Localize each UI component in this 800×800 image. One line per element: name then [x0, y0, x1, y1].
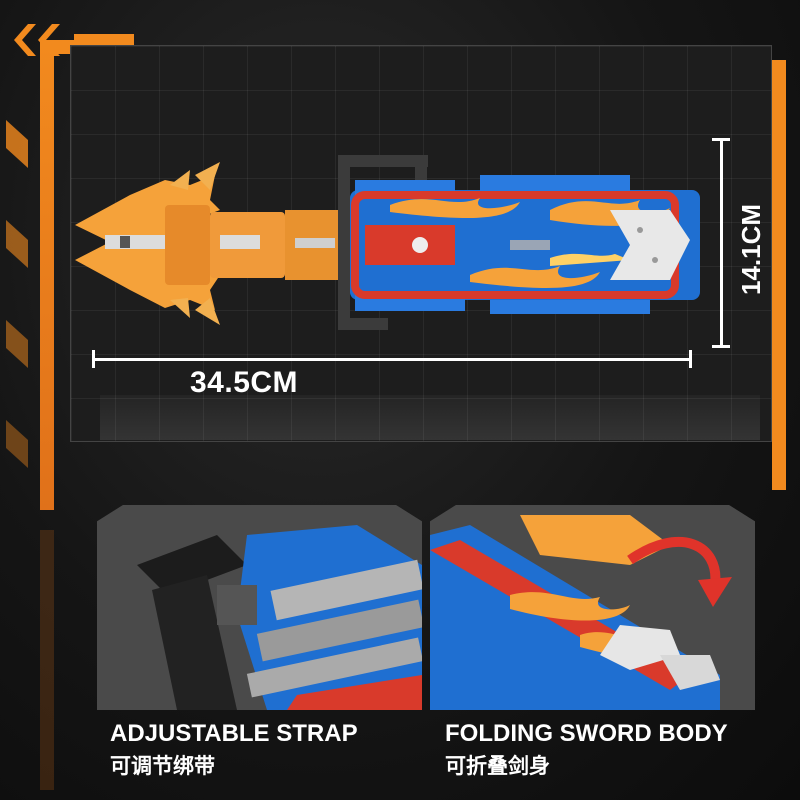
feature-title-strap: ADJUSTABLE STRAP — [110, 720, 358, 747]
feature-card-folding — [430, 505, 755, 710]
frame-accent-left — [40, 40, 54, 510]
feature-subtitle-folding: 可折叠剑身 — [445, 755, 550, 778]
display-grid-floor — [100, 395, 760, 440]
feature-subtitle-strap: 可调节绑带 — [110, 755, 215, 778]
adjustable-strap-image — [97, 505, 422, 710]
curved-arrow-head-icon — [698, 577, 732, 607]
frame-accent-right — [772, 60, 786, 490]
curved-arrow-icon — [627, 537, 721, 586]
side-tick-decoration-icon — [6, 120, 28, 468]
chevron-decoration-icon — [14, 24, 134, 56]
frame-accent-left-lower — [40, 530, 54, 790]
length-label: 34.5CM — [190, 366, 299, 399]
length-dimension-line — [92, 350, 692, 368]
flame-sword-product-image — [75, 155, 700, 330]
height-label: 14.1CM — [736, 203, 766, 295]
feature-title-folding: FOLDING SWORD BODY — [445, 720, 728, 747]
height-dimension-line — [712, 138, 730, 348]
folding-sword-body-image — [430, 505, 755, 710]
feature-card-strap — [97, 505, 422, 710]
